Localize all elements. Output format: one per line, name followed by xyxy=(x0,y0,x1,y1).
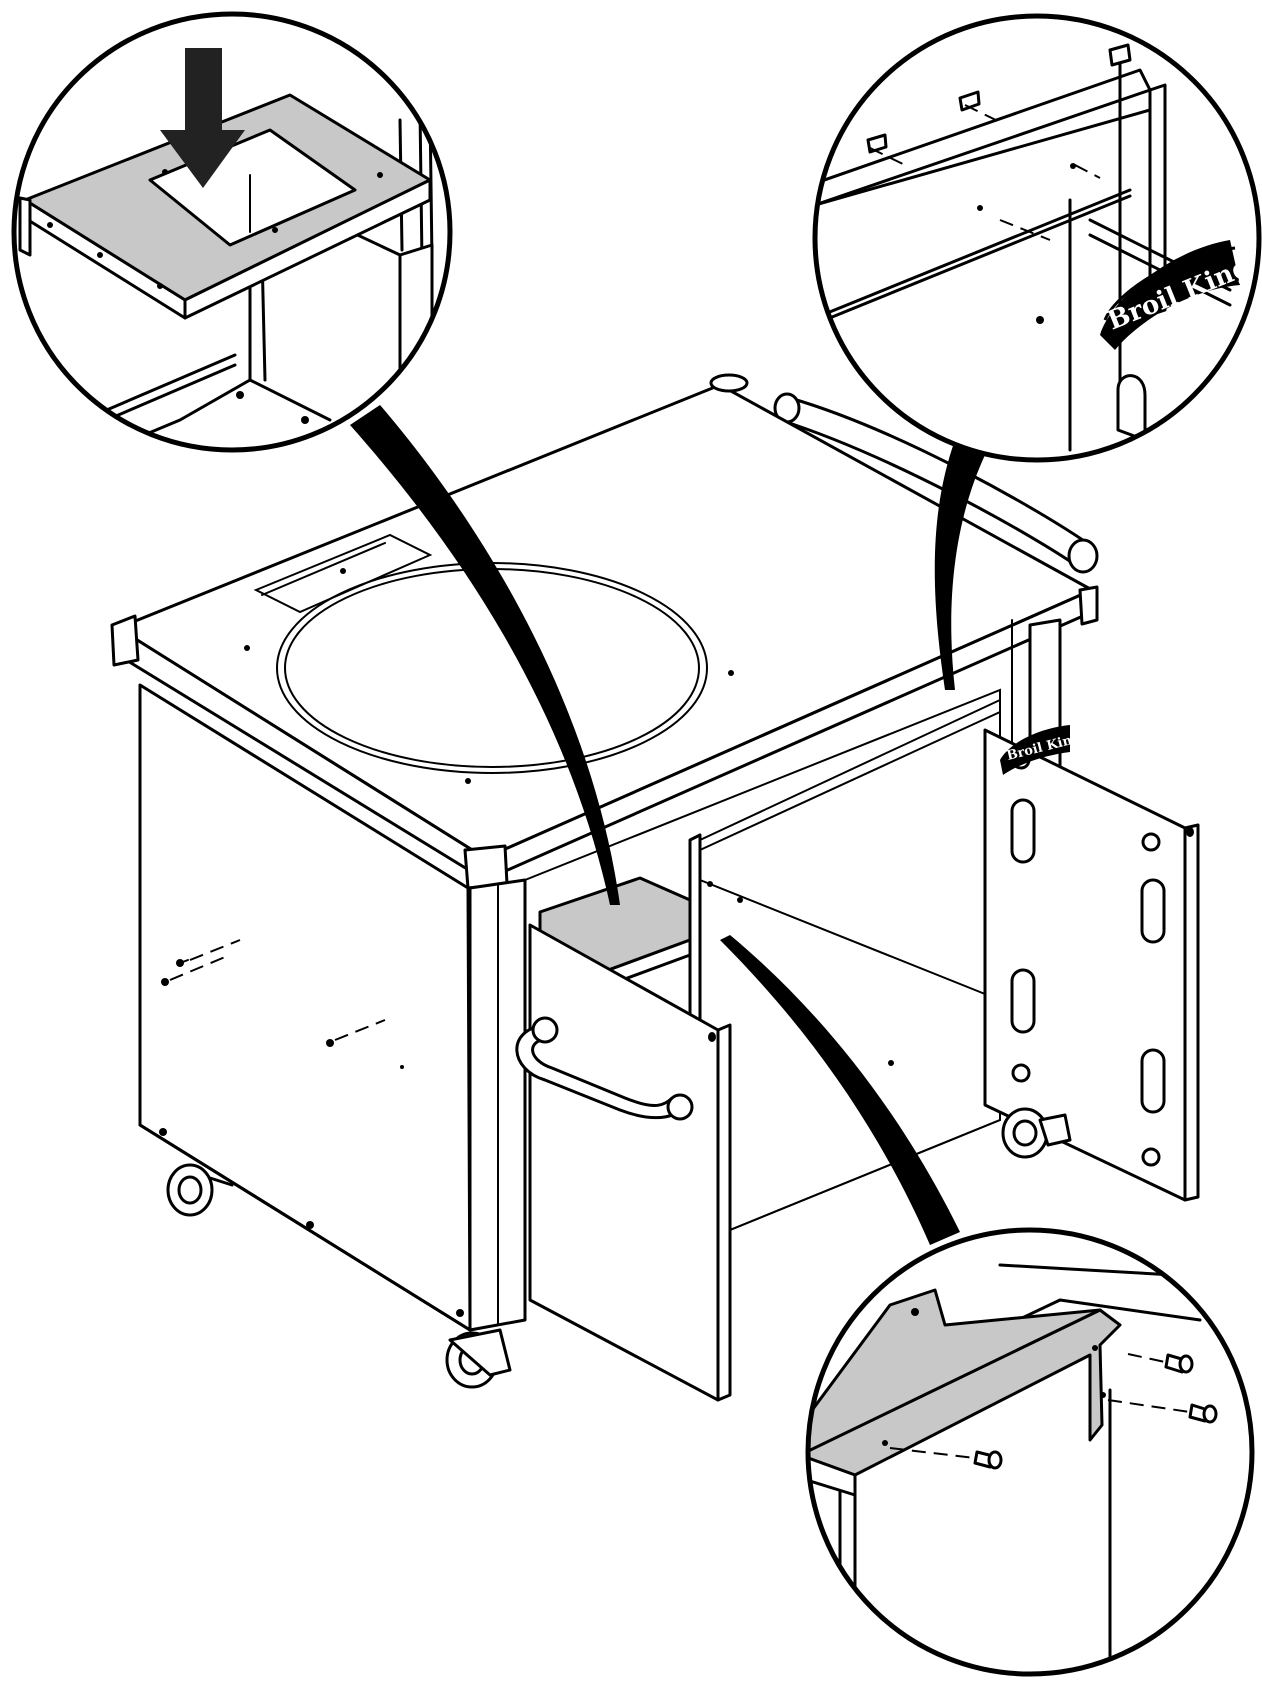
bracket-angle xyxy=(808,1308,1122,1477)
screw-icon xyxy=(889,1447,1003,1470)
caster-right xyxy=(1001,1107,1072,1159)
arrow-down-icon xyxy=(160,48,245,188)
caster-front xyxy=(445,1328,512,1389)
corner-cap-right xyxy=(1078,585,1099,626)
side-handle-bar xyxy=(773,392,1099,574)
screw-icon xyxy=(1107,1399,1218,1424)
corner-cap-front xyxy=(463,844,509,890)
caster-left xyxy=(166,1163,234,1217)
bracket-top-flange xyxy=(808,1288,1102,1457)
door-handle xyxy=(515,1016,694,1121)
screw-icon xyxy=(1127,1353,1194,1374)
leader-bottom-right xyxy=(720,935,960,1245)
screw-icon xyxy=(161,956,226,986)
callout-logo-badge-detail: Broil King SMOKE xyxy=(812,13,1262,463)
countertop-notch xyxy=(253,533,433,614)
callout-bracket-install-detail xyxy=(11,11,453,453)
screw-icon xyxy=(176,939,241,967)
leader-top-right xyxy=(934,440,985,690)
cart-assembly: Broil King xyxy=(110,373,1200,1402)
corner-cap-left xyxy=(110,614,140,667)
cabinet-floor xyxy=(699,879,1001,1231)
screw-icon xyxy=(326,1019,386,1047)
leader-top-left xyxy=(350,405,620,905)
callout-bracket-screw-detail xyxy=(805,1227,1255,1677)
